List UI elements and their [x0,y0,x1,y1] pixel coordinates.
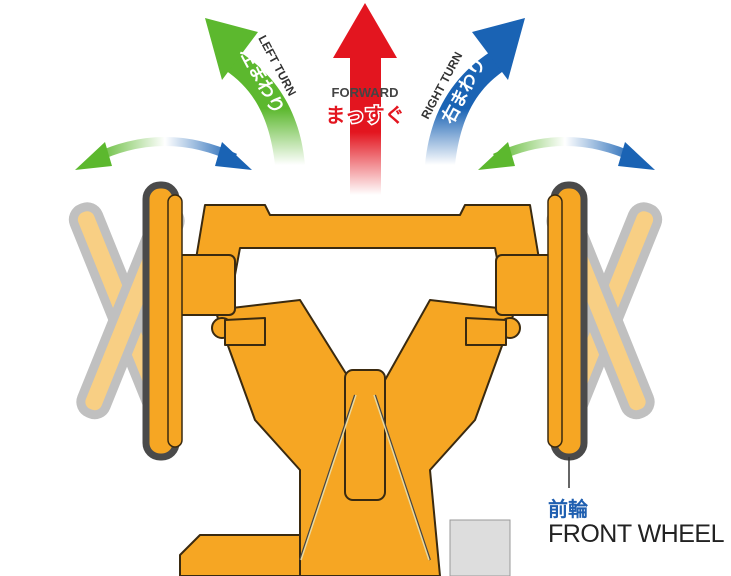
right-front-wheel [547,181,588,461]
left-turn-arrow-icon [205,18,305,165]
front-wheel-label: FRONT WHEEL [548,520,725,548]
right-turn-arrow-icon [425,18,525,165]
forward-label: FORWARD [332,85,399,100]
left-front-wheel [142,181,183,461]
chassis [174,204,557,576]
forward-arrow-icon [333,3,397,195]
left-wheel-swing-arrow-icon [75,137,252,170]
front-wheel-jp-label: 前輪 [548,499,588,521]
gear-part [449,519,511,576]
right-wheel-swing-arrow-icon [478,137,655,170]
spring-wires [299,394,431,561]
forward-jp-label: まっすぐ [325,104,404,127]
